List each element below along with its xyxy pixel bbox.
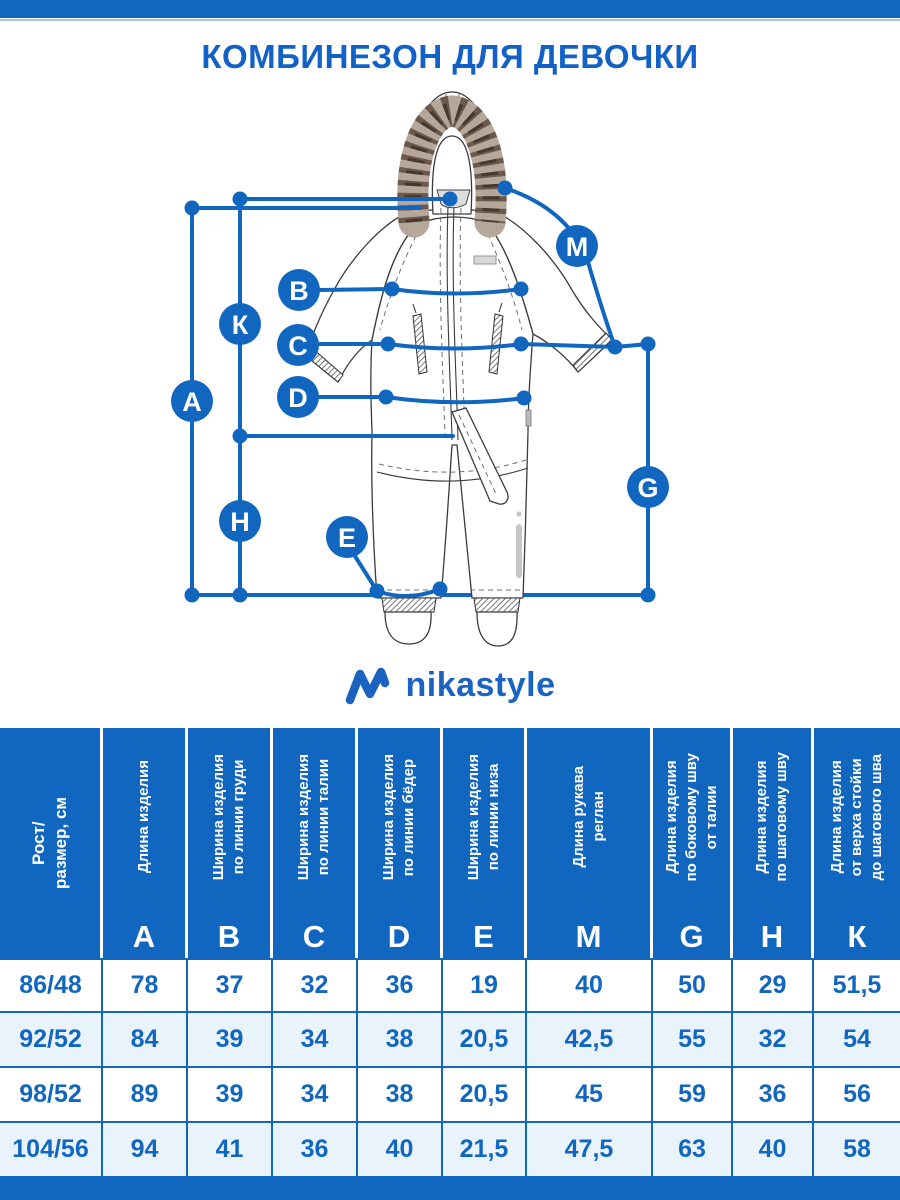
right-pocket-zip	[488, 313, 504, 375]
measure-label-K: К	[219, 303, 261, 345]
col-header-size: Рост/ размер, см	[0, 728, 103, 958]
col-header-B: Ширина изделия по линии груди B	[188, 728, 273, 958]
table-cell: 32	[273, 958, 358, 1013]
table-cell: 38	[358, 1013, 443, 1068]
table-cell: 63	[653, 1123, 733, 1178]
svg-text:C: C	[288, 331, 308, 361]
measure-label-D: D	[277, 376, 319, 418]
table-cell: 40	[527, 958, 653, 1013]
svg-text:D: D	[288, 383, 308, 413]
table-cell: 54	[814, 1013, 900, 1068]
size-cell: 92/52	[0, 1013, 103, 1068]
measure-label-C: C	[277, 324, 319, 366]
center-zipper	[446, 205, 453, 441]
jumpsuit-measurement-diagram: A К B C D H E M G	[171, 91, 669, 647]
col-header-K: Длина изделия от верха стойки до шаговог…	[814, 728, 900, 958]
table-cell: 40	[358, 1123, 443, 1178]
table-cell: 37	[188, 958, 273, 1013]
chest-badge	[473, 255, 497, 265]
left-gaiter	[384, 611, 432, 645]
page-title: КОМБИНЕЗОН ДЛЯ ДЕВОЧКИ	[201, 38, 699, 75]
measure-label-H: H	[219, 500, 261, 542]
measurement-dots	[184, 180, 656, 603]
side-tab	[525, 409, 532, 427]
left-leg-band	[381, 597, 437, 613]
svg-text:M: M	[566, 232, 589, 262]
strap	[451, 407, 509, 505]
table-cell: 51,5	[814, 958, 900, 1013]
table-cell: 21,5	[443, 1123, 527, 1178]
table-cell: 94	[103, 1123, 188, 1178]
col-header-E: Ширина изделия по линии низа E	[443, 728, 527, 958]
svg-text:G: G	[637, 473, 658, 503]
brand-logo-text: nikastyle	[405, 665, 556, 704]
table-cell: 55	[653, 1013, 733, 1068]
top-accent-line	[0, 19, 900, 21]
table-cell: 19	[443, 958, 527, 1013]
brand-logo-icon	[346, 667, 390, 705]
table-cell: 89	[103, 1068, 188, 1123]
table-cell: 84	[103, 1013, 188, 1068]
measure-label-A: A	[171, 380, 213, 422]
col-header-G: Длина изделия по боковому шву от талии G	[653, 728, 733, 958]
svg-text:H: H	[230, 507, 250, 537]
table-cell: 50	[653, 958, 733, 1013]
right-cuff	[572, 332, 613, 373]
left-pocket-zip	[412, 313, 428, 375]
svg-text:B: B	[289, 276, 309, 306]
table-cell: 34	[273, 1068, 358, 1123]
svg-text:A: A	[182, 387, 202, 417]
size-table: Рост/ размер, см Длина изделия A Ширина …	[0, 728, 900, 1178]
table-cell: 45	[527, 1068, 653, 1123]
table-cell: 39	[188, 1068, 273, 1123]
col-header-M: Длина рукава реглан M	[527, 728, 653, 958]
jumpsuit-drawing	[305, 91, 613, 647]
table-cell: 38	[358, 1068, 443, 1123]
bottom-bar	[0, 1178, 900, 1200]
table-cell: 32	[733, 1013, 814, 1068]
table-cell: 36	[358, 958, 443, 1013]
table-cell: 20,5	[443, 1068, 527, 1123]
col-header-D: Ширина изделия по линии бёдер D	[358, 728, 443, 958]
col-header-label: Рост/ размер, см	[29, 797, 70, 889]
size-cell: 86/48	[0, 958, 103, 1013]
table-cell: 56	[814, 1068, 900, 1123]
table-cell: 34	[273, 1013, 358, 1068]
table-cell: 29	[733, 958, 814, 1013]
svg-text:E: E	[338, 523, 356, 553]
table-cell: 58	[814, 1123, 900, 1178]
table-cell: 47,5	[527, 1123, 653, 1178]
col-header-C: Ширина изделия по линии талии C	[273, 728, 358, 958]
table-cell: 78	[103, 958, 188, 1013]
right-leg-band	[473, 597, 521, 613]
table-cell: 36	[273, 1123, 358, 1178]
size-cell: 98/52	[0, 1068, 103, 1123]
fur-trim	[397, 95, 507, 238]
top-bar	[0, 0, 900, 18]
measure-label-E: E	[326, 516, 368, 558]
table-cell: 40	[733, 1123, 814, 1178]
body-and-legs	[370, 216, 534, 599]
col-header-A: Длина изделия A	[103, 728, 188, 958]
reflective-stripe	[516, 524, 522, 578]
table-cell: 59	[653, 1068, 733, 1123]
size-cell: 104/56	[0, 1123, 103, 1178]
table-cell: 20,5	[443, 1013, 527, 1068]
brand-logo: nikastyle	[0, 656, 900, 714]
table-cell: 42,5	[527, 1013, 653, 1068]
table-cell: 39	[188, 1013, 273, 1068]
table-cell: 41	[188, 1123, 273, 1178]
col-header-H: Длина изделия по шаговому шву H	[733, 728, 814, 958]
table-cell: 36	[733, 1068, 814, 1123]
svg-text:К: К	[232, 310, 249, 340]
measure-label-G: G	[627, 466, 669, 508]
right-gaiter	[476, 611, 518, 647]
measure-label-B: B	[278, 269, 320, 311]
measure-label-M: M	[556, 225, 598, 267]
